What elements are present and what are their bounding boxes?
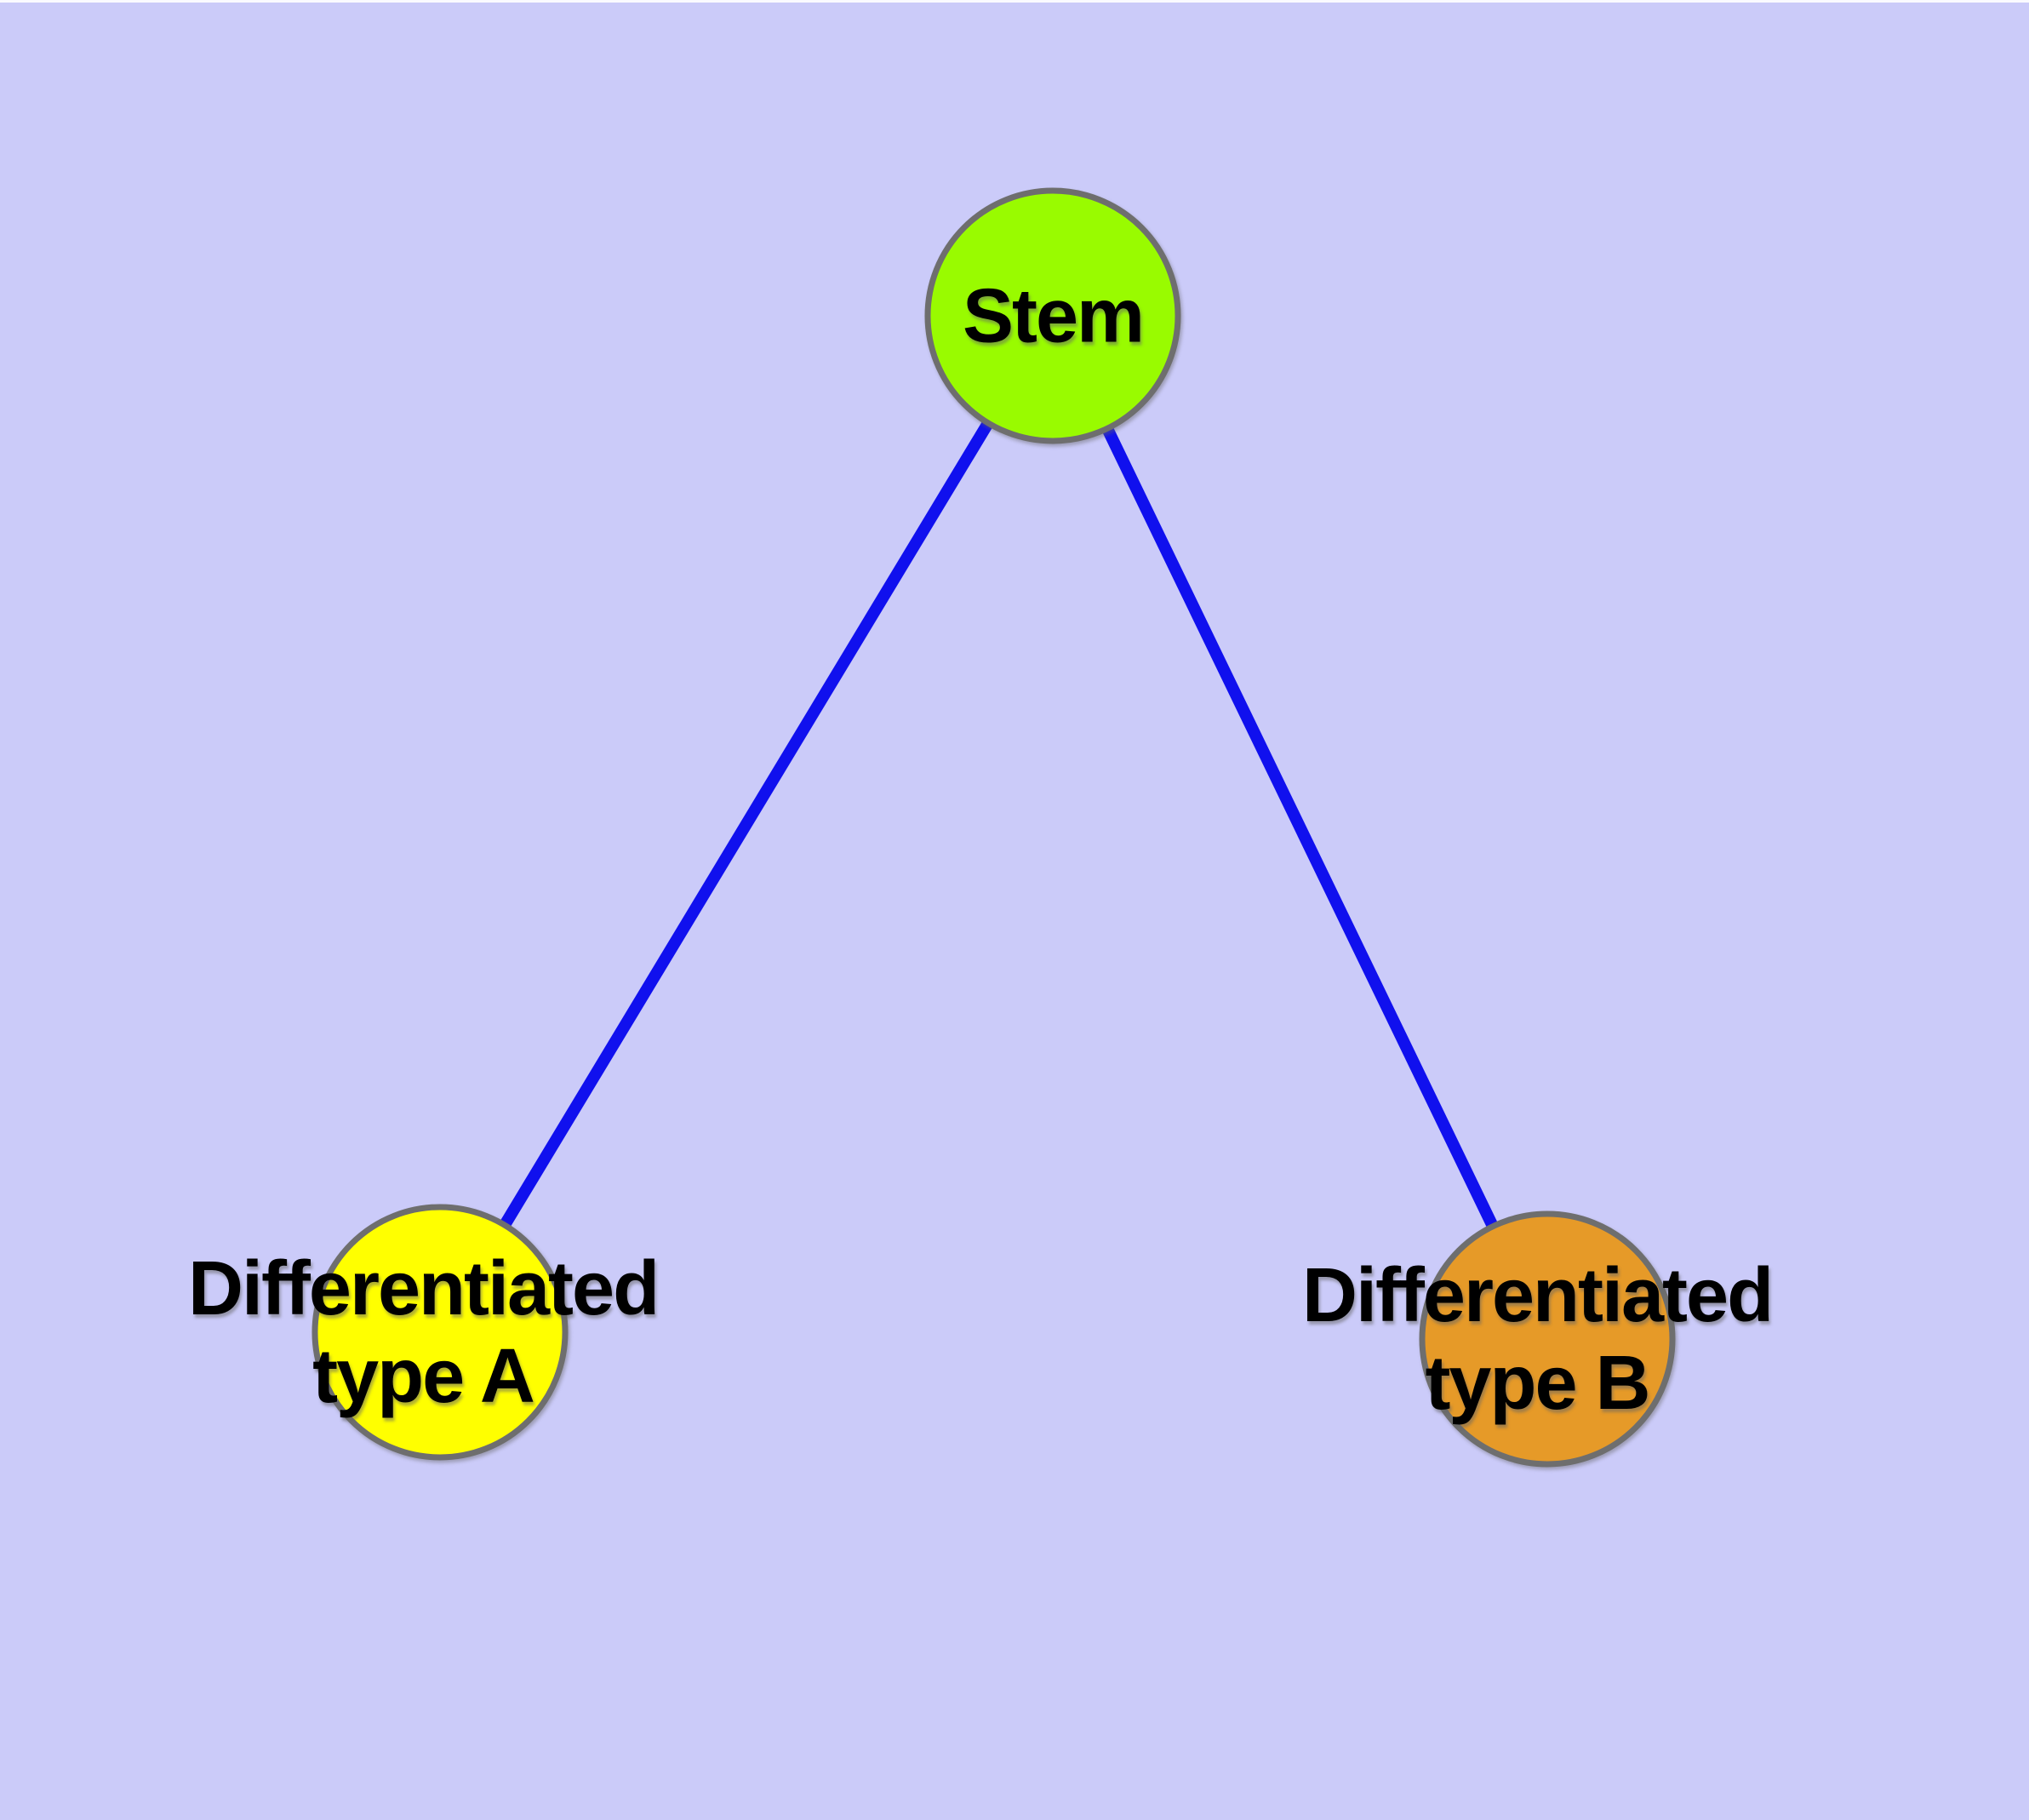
nodes-layer (311, 187, 1676, 1468)
edges-layer (435, 312, 1553, 1342)
edge-stem-to-differentiated-type-a (435, 312, 1058, 1336)
node-differentiated-type-a[interactable] (311, 1204, 569, 1461)
window-top-edge (0, 0, 2029, 3)
edge-stem-to-differentiated-type-b (1047, 312, 1553, 1342)
node-differentiated-type-b[interactable] (1419, 1210, 1676, 1468)
node-stem[interactable] (924, 187, 1181, 444)
